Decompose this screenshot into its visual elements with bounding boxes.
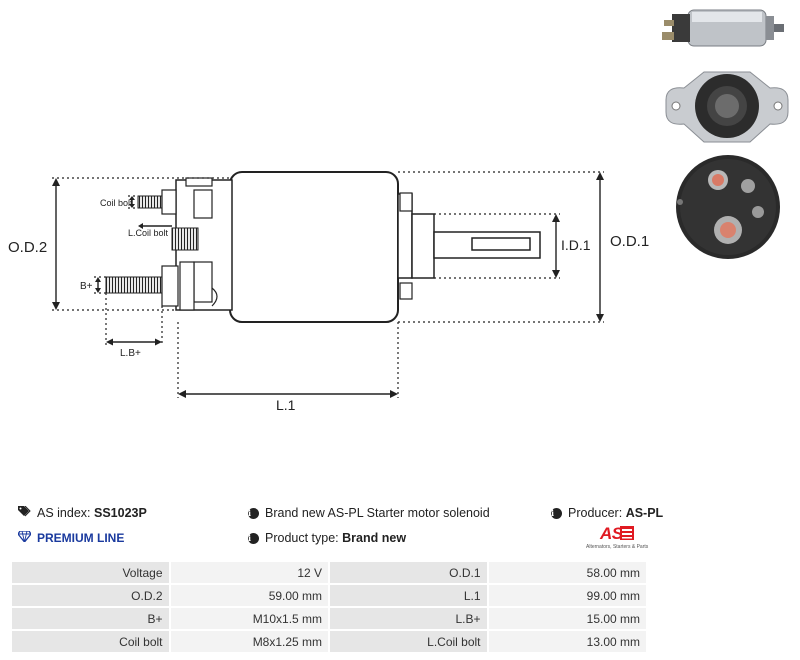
b-plus-bolt xyxy=(105,276,165,294)
solenoid-body xyxy=(229,171,399,323)
spec-label: O.D.2 xyxy=(10,583,171,608)
producer-label: Producer: xyxy=(568,506,623,520)
spec-label: L.Coil bolt xyxy=(328,629,489,654)
od1-label: O.D.1 xyxy=(610,233,649,250)
plunger xyxy=(411,213,435,279)
producer-value: AS-PL xyxy=(625,506,664,520)
product-description: i Brand new AS-PL Starter motor solenoid xyxy=(248,506,490,520)
product-type-value: Brand new xyxy=(342,531,407,545)
description-text: Brand new AS-PL Starter motor solenoid xyxy=(265,506,490,520)
spec-value: M8x1.25 mm xyxy=(168,629,331,654)
logo-tagline: Alternators, Starters & Parts xyxy=(586,544,649,550)
od2-label: O.D.2 xyxy=(8,239,47,256)
l1-label: L.1 xyxy=(276,397,296,413)
spec-value: 59.00 mm xyxy=(168,583,331,608)
product-type: i Product type: Brand new xyxy=(248,531,406,545)
premium-line-label: PREMIUM LINE xyxy=(37,531,125,545)
spec-label: B+ xyxy=(10,606,171,631)
product-photo-flange xyxy=(665,71,789,143)
l-coil-bolt-label: L.Coil bolt xyxy=(128,228,169,238)
as-index: AS index: SS1023P xyxy=(18,505,147,520)
product-photo-side xyxy=(662,9,784,47)
spec-label: O.D.1 xyxy=(328,560,489,585)
diamond-icon xyxy=(17,530,32,545)
as-index-label: AS index: xyxy=(37,506,91,520)
coil-bolt-label: Coil bolt xyxy=(100,198,133,208)
spec-value: 15.00 mm xyxy=(486,606,649,631)
info-icon: i xyxy=(248,507,259,519)
producer: i Producer: AS-PL xyxy=(551,506,663,520)
id1-label: I.D.1 xyxy=(561,237,591,253)
spec-label: Coil bolt xyxy=(10,629,171,654)
technical-drawing: O.D.2 O.D.1 I.D.1 L.1 L.B+ B+ Coil bolt … xyxy=(8,171,649,413)
spec-value: 99.00 mm xyxy=(486,583,649,608)
product-photo-terminals xyxy=(676,155,780,259)
info-icon: i xyxy=(551,507,562,519)
as-index-value: SS1023P xyxy=(94,506,147,520)
tag-icon xyxy=(18,505,31,520)
lb-plus-label: L.B+ xyxy=(120,348,141,359)
logo-text: AS xyxy=(600,524,623,543)
spec-value: M10x1.5 mm xyxy=(168,606,331,631)
spec-value: 58.00 mm xyxy=(486,560,649,585)
premium-line: PREMIUM LINE xyxy=(17,530,125,545)
spec-label: Voltage xyxy=(10,560,171,585)
spec-value: 12 V xyxy=(168,560,331,585)
as-pl-logo: AS Alternators, Starters & Parts xyxy=(586,524,650,552)
spec-label: L.1 xyxy=(328,583,489,608)
spec-value: 13.00 mm xyxy=(486,629,649,654)
info-icon: i xyxy=(248,532,259,544)
spec-label: L.B+ xyxy=(328,606,489,631)
b-plus-label: B+ xyxy=(80,281,93,292)
product-type-label: Product type: xyxy=(265,531,339,545)
